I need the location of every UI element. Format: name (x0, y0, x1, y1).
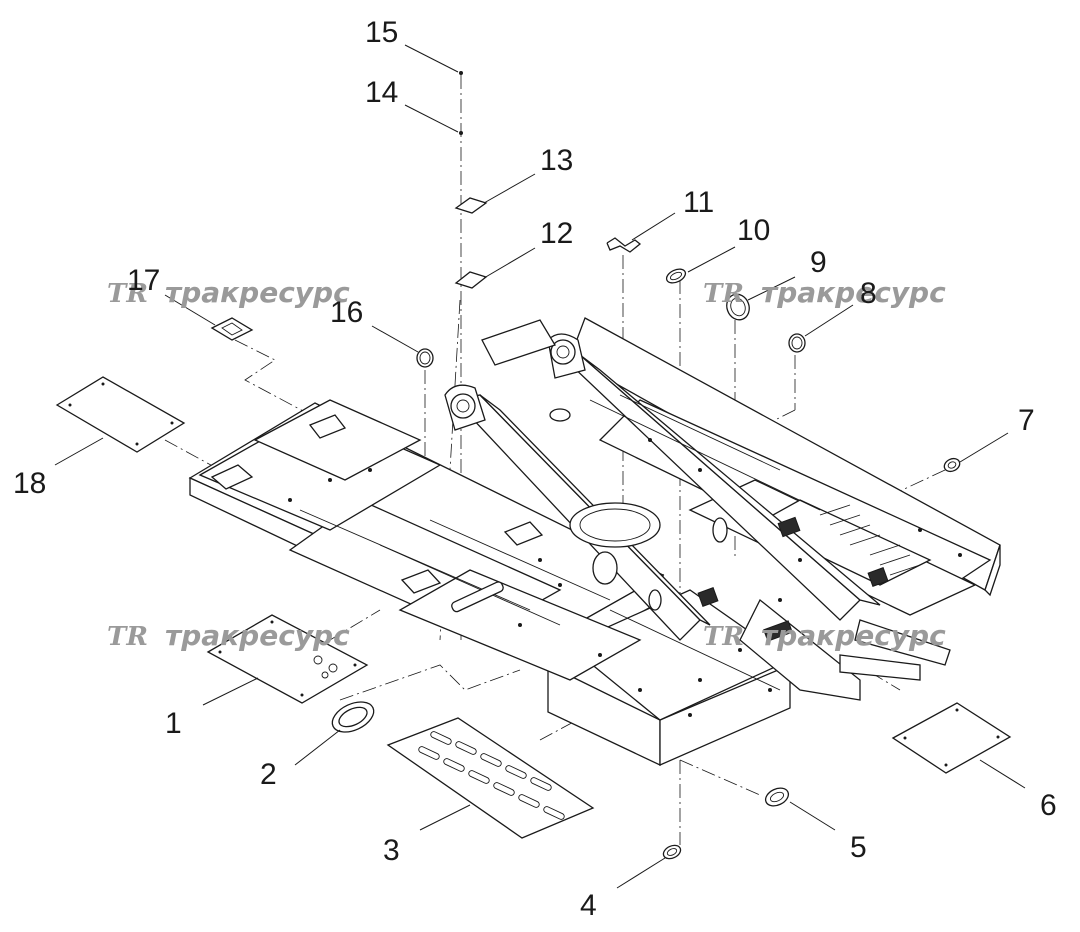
watermark-bottom-left: TR тракресурс (107, 619, 350, 652)
watermark-text: тракресурс (165, 276, 350, 309)
part-4-grommet (662, 844, 682, 860)
part-7-grommet (943, 457, 961, 473)
watermark-text: тракресурс (761, 276, 946, 309)
watermark-logo: TR (107, 622, 148, 652)
callout-18: 18 (13, 467, 46, 500)
part-14-bolt (459, 131, 463, 135)
part-16-grommet (416, 348, 434, 368)
part-2-grommet (331, 701, 375, 733)
watermark-logo: TR (107, 279, 148, 309)
callout-13: 13 (540, 144, 573, 177)
part-17-flange-plate (210, 317, 254, 341)
watermark-logo: TR (703, 622, 744, 652)
callout-2: 2 (260, 758, 277, 791)
part-3-vented-plate (386, 717, 595, 839)
part-18-cover-plate (55, 376, 186, 453)
callout-15: 15 (365, 16, 398, 49)
watermark-bottom-right: TR тракресурс (703, 619, 946, 652)
callout-14: 14 (365, 76, 398, 109)
callout-1: 1 (165, 707, 182, 740)
part-9-grommet (726, 293, 750, 321)
watermark-logo: TR (703, 279, 744, 309)
callout-7: 7 (1018, 404, 1035, 437)
callout-labels: 1 2 3 4 5 6 7 8 9 10 11 12 13 14 15 16 1… (13, 16, 1057, 922)
callout-9: 9 (810, 246, 827, 279)
callout-12: 12 (540, 217, 573, 250)
callout-17: 17 (127, 264, 160, 297)
callout-6: 6 (1040, 789, 1057, 822)
watermark-top-left: TR тракресурс (107, 276, 350, 309)
callout-4: 4 (580, 889, 597, 922)
part-1-cover-plate (206, 614, 369, 704)
part-10-grommet (665, 268, 687, 284)
callout-10: 10 (737, 214, 770, 247)
part-13-plate (454, 197, 488, 214)
part-12-plate (454, 271, 488, 289)
callout-8: 8 (860, 277, 877, 310)
watermark-text: тракресурс (165, 619, 350, 652)
part-5-grommet (764, 787, 790, 807)
watermark-text: тракресурс (761, 619, 946, 652)
callout-16: 16 (330, 296, 363, 329)
part-8-grommet (788, 333, 806, 353)
callout-11: 11 (683, 186, 714, 219)
main-frame (188, 317, 1001, 767)
leader-lines (54, 44, 1026, 889)
part-11-bracket (606, 237, 642, 253)
part-6-cover-plate (891, 702, 1012, 774)
callout-5: 5 (850, 831, 867, 864)
part-15-washer (459, 71, 463, 75)
loose-parts (55, 71, 1012, 860)
watermark-top-right: TR тракресурс (703, 276, 946, 309)
callout-3: 3 (383, 834, 400, 867)
